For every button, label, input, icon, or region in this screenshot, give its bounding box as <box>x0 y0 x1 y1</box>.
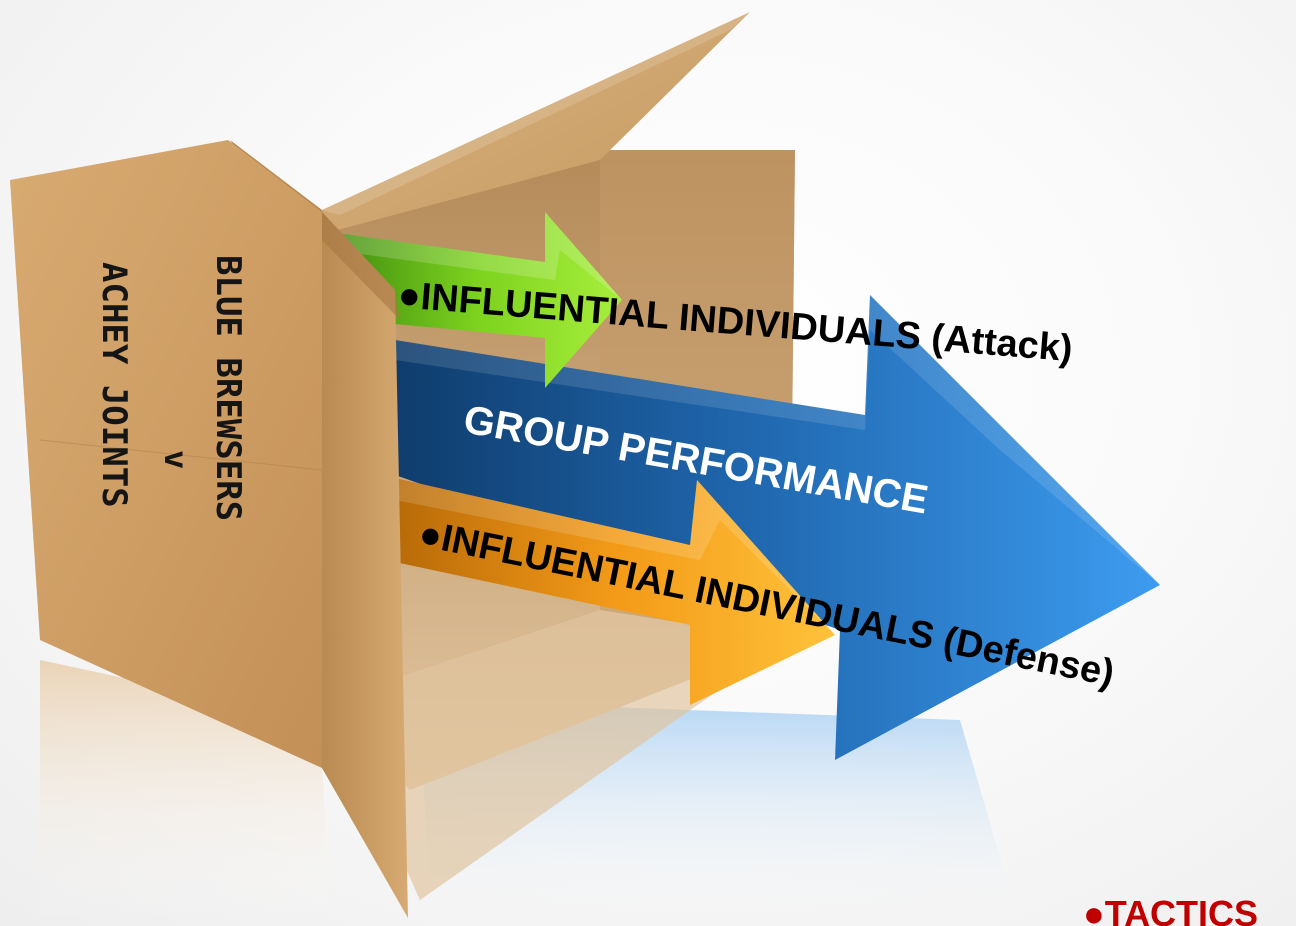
box-label: BLUE BREWSERS v ACHEY JOINTS <box>94 255 248 521</box>
tactics-label: ●TACTICS <box>1083 893 1258 926</box>
group-performance-arrow <box>395 295 1160 760</box>
defense-arrow <box>395 478 835 705</box>
box-front <box>10 140 323 768</box>
box-label-team1: BLUE BREWSERS <box>208 255 248 521</box>
attack-arrow <box>330 212 622 388</box>
box-side-panel <box>322 212 408 918</box>
box-label-team2: ACHEY JOINTS <box>94 262 134 508</box>
box-label-versus: v <box>157 450 195 469</box>
